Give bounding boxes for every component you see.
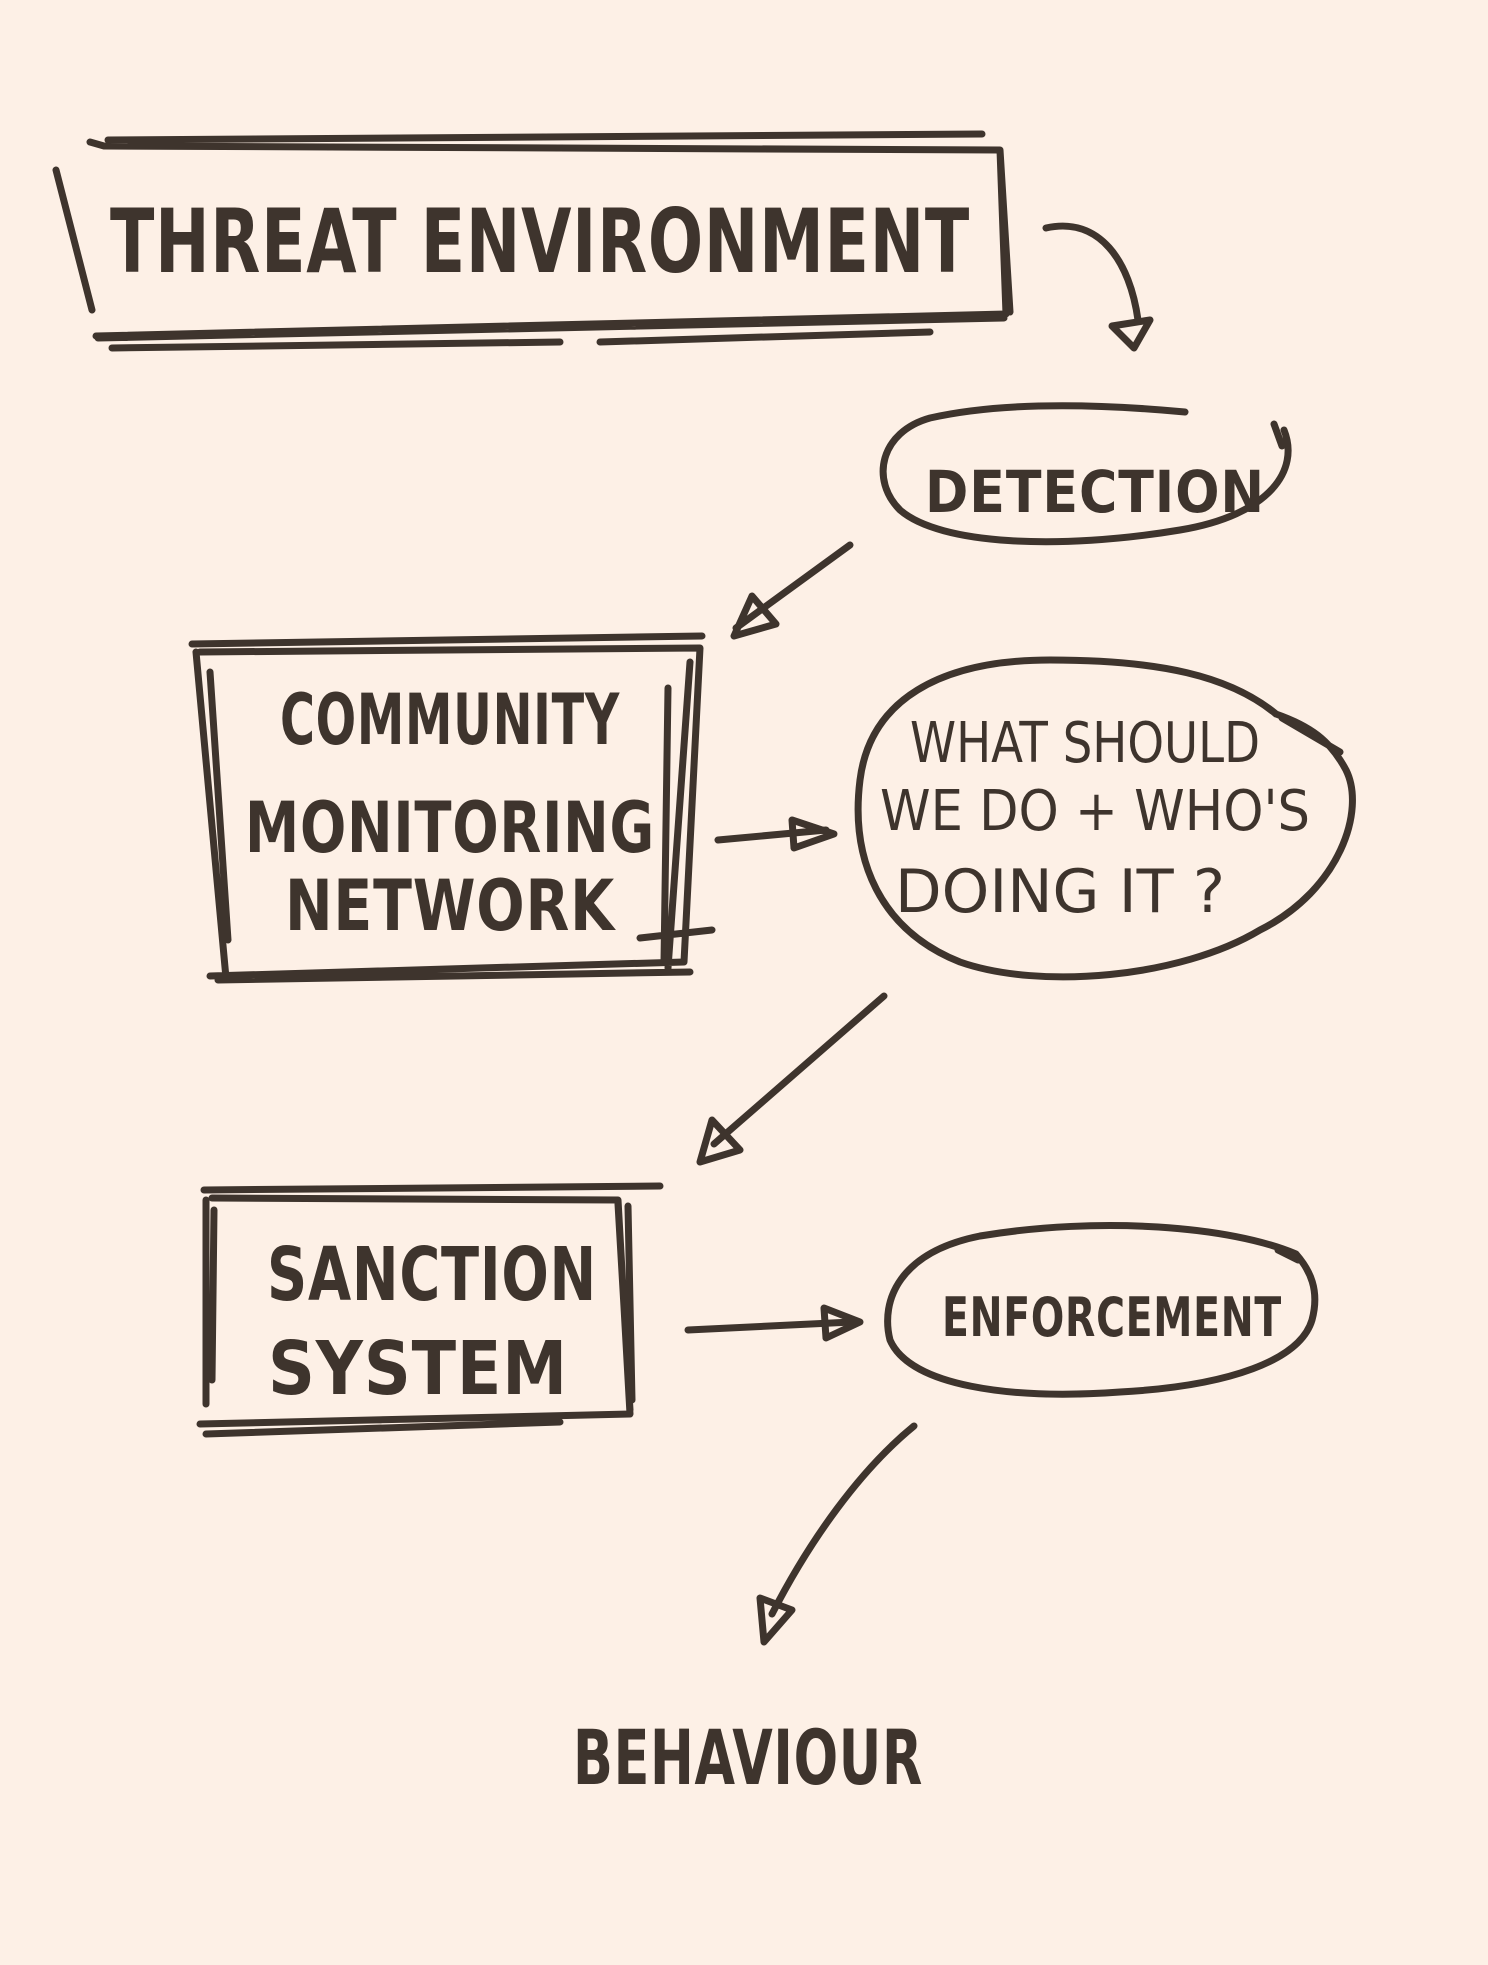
arrowhead-community-question [788, 816, 838, 852]
arrow-curve-threat-detection [1042, 222, 1142, 324]
edge-enforcement-to-behaviour [756, 1422, 918, 1646]
community-label: COMMUNITY [280, 679, 620, 761]
arrowhead-enforcement-behaviour [756, 1594, 796, 1646]
threat-environment-label: THREAT ENVIRONMENT [110, 190, 970, 293]
node-behaviour: BEHAVIOUR [573, 1713, 923, 1802]
arrowhead-question-sanction [696, 1116, 744, 1166]
arrowhead-threat-detection [1108, 316, 1154, 352]
community-monitoring-network-box-outline [188, 632, 716, 984]
behaviour-label: BEHAVIOUR [573, 1713, 923, 1802]
edge-sanction-to-enforcement [684, 1304, 864, 1342]
arrow-line-detection-community [732, 541, 854, 632]
question-blob-outline [854, 656, 1356, 981]
edge-threat-to-detection [1042, 222, 1154, 352]
node-enforcement: ENFORCEMENT [884, 1222, 1319, 1398]
enforcement-label: ENFORCEMENT [942, 1286, 1282, 1349]
node-community-monitoring-network: COMMUNITY MONITORING NETWORK [188, 632, 716, 984]
arrow-line-question-sanction [710, 992, 888, 1148]
node-threat-environment: THREAT ENVIRONMENT [52, 130, 1014, 352]
node-sanction-system: SANCTION SYSTEM [196, 1182, 664, 1438]
edge-community-to-question [714, 816, 838, 852]
system-label: SYSTEM [268, 1326, 568, 1412]
question-line-3: DOING IT ? [895, 857, 1225, 927]
question-line-1: WHAT SHOULD [910, 711, 1260, 776]
edge-question-to-sanction [696, 992, 888, 1166]
sanction-label: SANCTION [267, 1232, 597, 1318]
enforcement-oval-outline [884, 1222, 1319, 1398]
arrow-curve-enforcement-behaviour [768, 1422, 918, 1618]
node-detection: DETECTION [879, 402, 1292, 546]
question-line-2: WE DO + WHO'S [880, 779, 1310, 844]
node-question: WHAT SHOULD WE DO + WHO'S DOING IT ? [854, 656, 1356, 981]
detection-oval-outline [879, 402, 1292, 546]
edge-detection-to-community [730, 541, 854, 640]
network-label: NETWORK [285, 865, 616, 947]
detection-label: DETECTION [925, 458, 1265, 526]
arrow-line-community-question [714, 826, 830, 844]
arrowhead-sanction-enforcement [820, 1304, 864, 1342]
sanction-system-box-outline [196, 1182, 664, 1438]
arrowhead-detection-community [730, 592, 780, 640]
threat-environment-box-outline [52, 130, 1014, 352]
monitoring-label: MONITORING [245, 787, 655, 869]
